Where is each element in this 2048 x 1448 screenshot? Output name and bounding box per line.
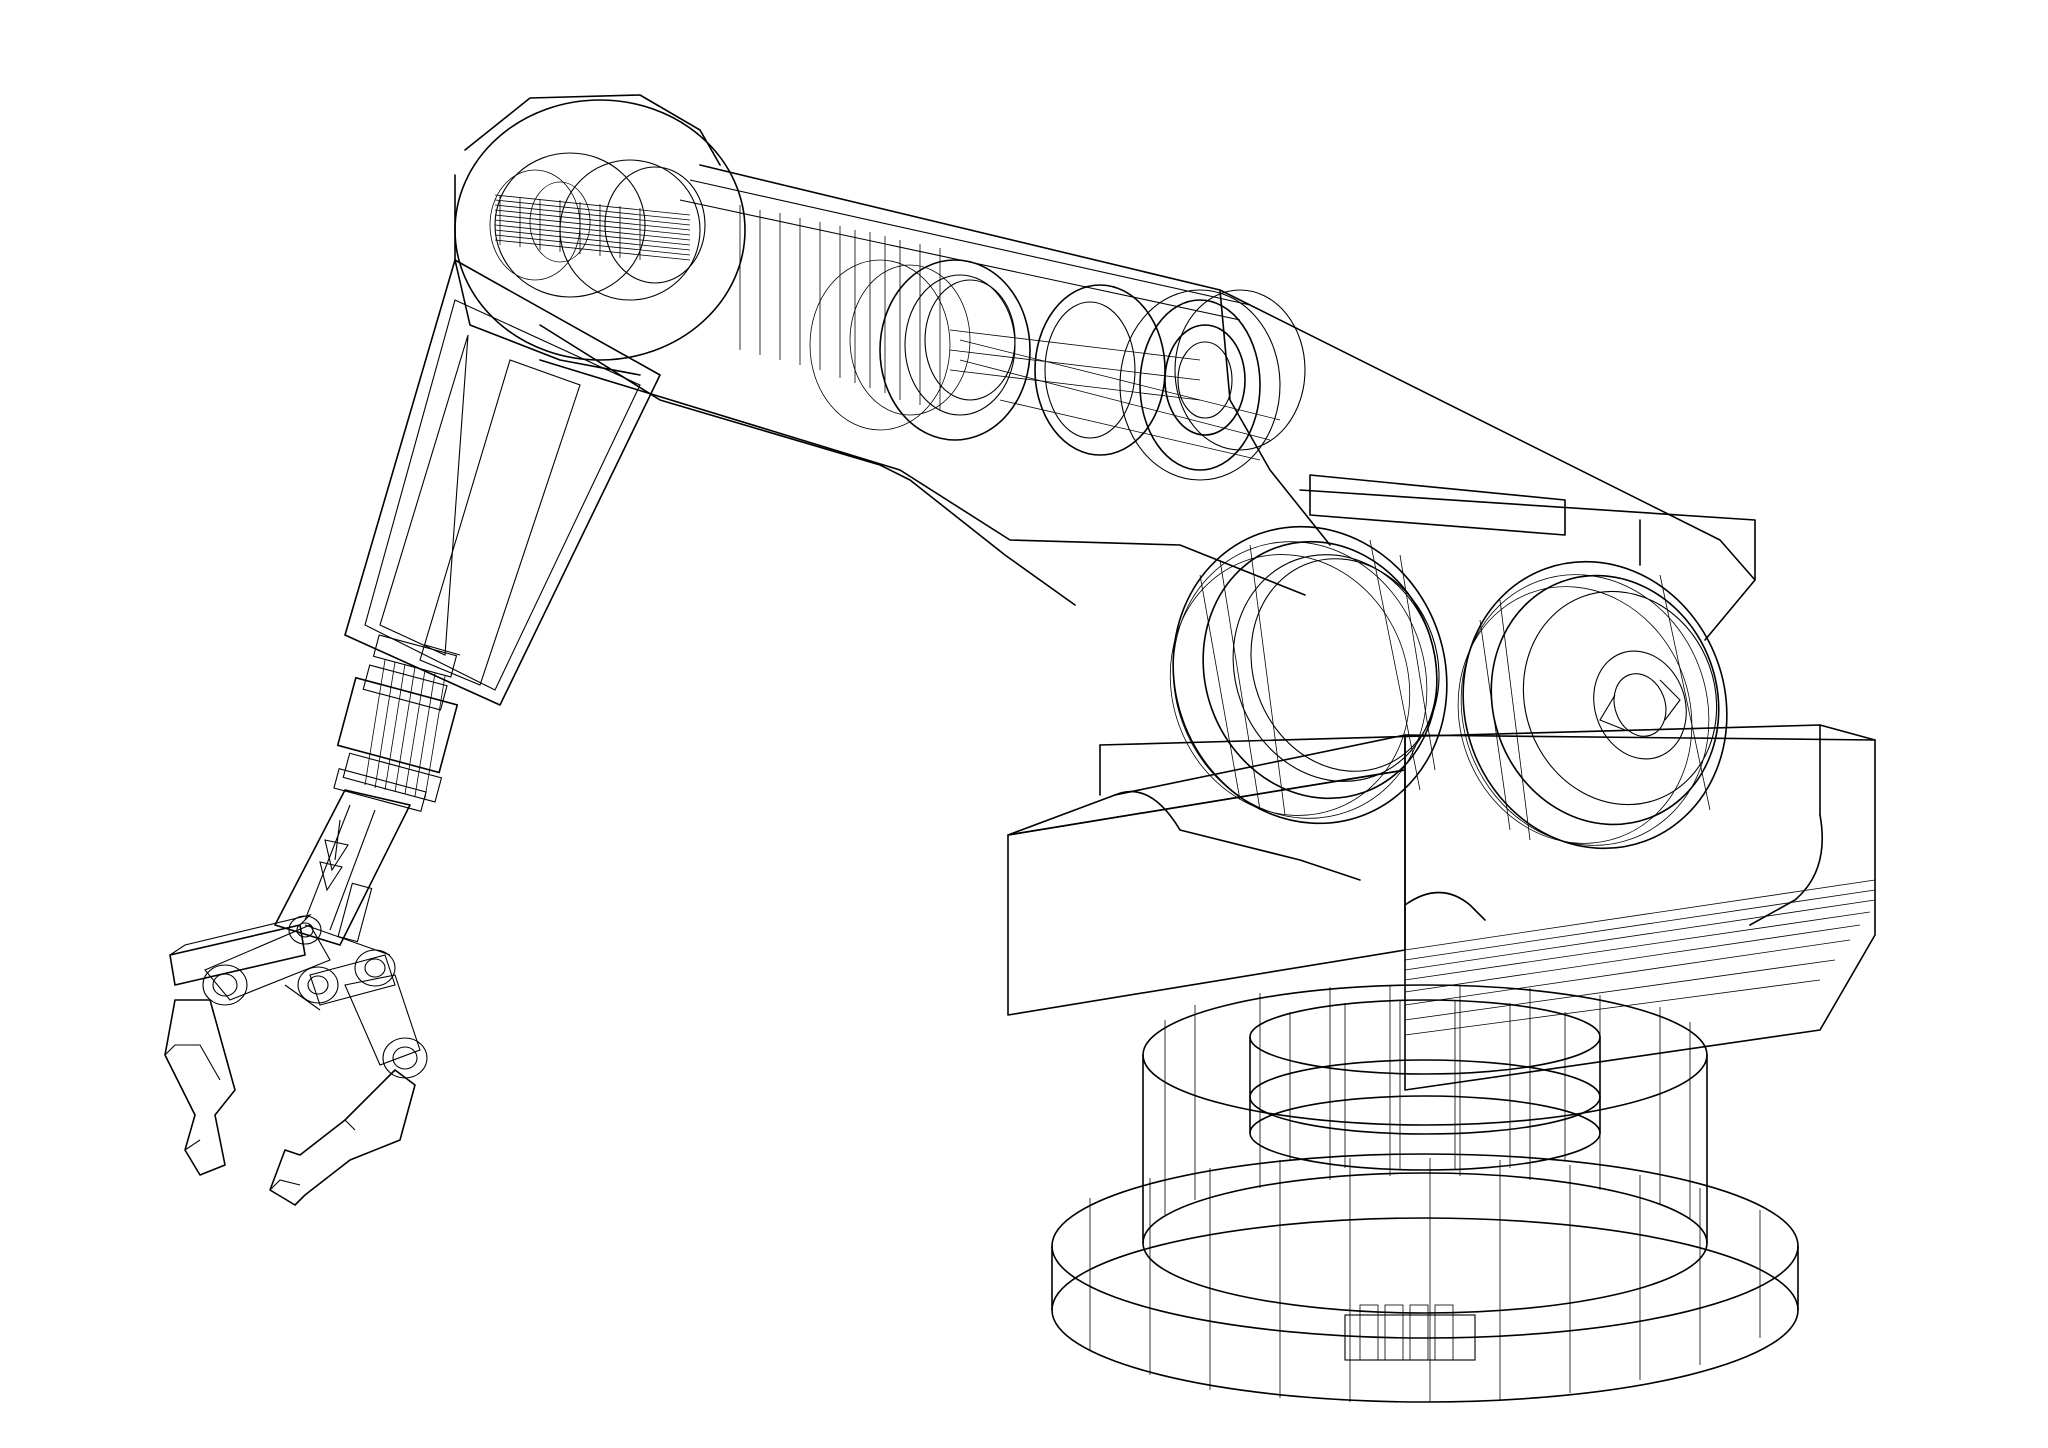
upper-arm [539,164,1756,641]
shoulder-motor-left [1169,525,1448,825]
base-gear [1344,1304,1476,1361]
elbow-joint [454,94,746,361]
shoulder-motor-right [1457,560,1728,850]
forearm [333,259,661,812]
wrist-coupling [333,634,459,812]
wrist-shaft [274,789,411,946]
base-turntable [1051,984,1799,1403]
shoulder-housing [1007,724,1876,1091]
gripper [164,914,428,1206]
